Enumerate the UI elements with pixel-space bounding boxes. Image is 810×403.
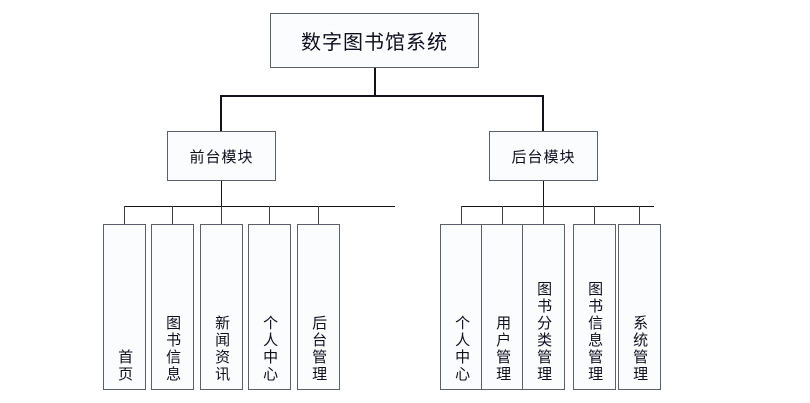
connector-backend-drop-3 <box>543 206 544 225</box>
node-backend-child-1[interactable]: 个人中心 <box>440 224 483 390</box>
node-backend-child-1-label: 个人中心 <box>453 315 472 383</box>
node-frontend-child-2-label: 图书信息 <box>164 315 183 383</box>
connector-frontend-bus <box>124 206 395 207</box>
node-frontend-child-5[interactable]: 后台管理 <box>297 224 340 390</box>
node-backend-child-2-label: 用户管理 <box>494 315 513 383</box>
node-frontend-child-3[interactable]: 新闻资讯 <box>200 224 243 390</box>
node-backend-module-label: 后台模块 <box>511 147 576 166</box>
node-frontend-child-5-label: 后台管理 <box>310 315 329 383</box>
connector-frontend-stem <box>221 181 222 225</box>
node-backend-child-5-label: 系统管理 <box>631 315 650 383</box>
connector-frontend-drop-5 <box>318 206 319 225</box>
connector-backend-drop-5 <box>639 206 640 225</box>
node-frontend-child-1[interactable]: 首页 <box>103 224 146 390</box>
connector-backend-drop-4 <box>594 206 595 225</box>
node-frontend-child-1-label: 首页 <box>116 349 135 383</box>
node-frontend-child-2[interactable]: 图书信息 <box>151 224 194 390</box>
connector-backend-drop-2 <box>502 206 503 225</box>
node-backend-child-5[interactable]: 系统管理 <box>618 224 661 390</box>
connector-drop-frontend <box>220 95 222 132</box>
connector-backend-drop-1 <box>461 206 462 225</box>
node-root-label: 数字图书馆系统 <box>301 30 448 54</box>
node-frontend-child-4-label: 个人中心 <box>261 315 280 383</box>
node-backend-child-3-label: 图书分类管理 <box>535 281 554 383</box>
connector-backend-bus <box>461 206 654 207</box>
node-backend-module[interactable]: 后台模块 <box>489 131 598 181</box>
node-frontend-module-label: 前台模块 <box>189 147 254 166</box>
connector-root-bus <box>220 95 544 97</box>
node-root[interactable]: 数字图书馆系统 <box>270 13 479 68</box>
connector-backend-stem <box>543 181 544 225</box>
connector-drop-backend <box>542 95 544 132</box>
node-frontend-module[interactable]: 前台模块 <box>167 131 276 181</box>
node-frontend-child-3-label: 新闻资讯 <box>213 315 232 383</box>
node-backend-child-3[interactable]: 图书分类管理 <box>522 224 565 390</box>
connector-frontend-drop-1 <box>124 206 125 225</box>
node-frontend-child-4[interactable]: 个人中心 <box>248 224 291 390</box>
connector-frontend-drop-3 <box>221 206 222 225</box>
connector-frontend-drop-2 <box>172 206 173 225</box>
node-backend-child-4-label: 图书信息管理 <box>586 281 605 383</box>
node-backend-child-4[interactable]: 图书信息管理 <box>573 224 616 390</box>
connector-root-stem <box>374 67 376 96</box>
connector-frontend-drop-4 <box>269 206 270 225</box>
node-backend-child-2[interactable]: 用户管理 <box>481 224 524 390</box>
